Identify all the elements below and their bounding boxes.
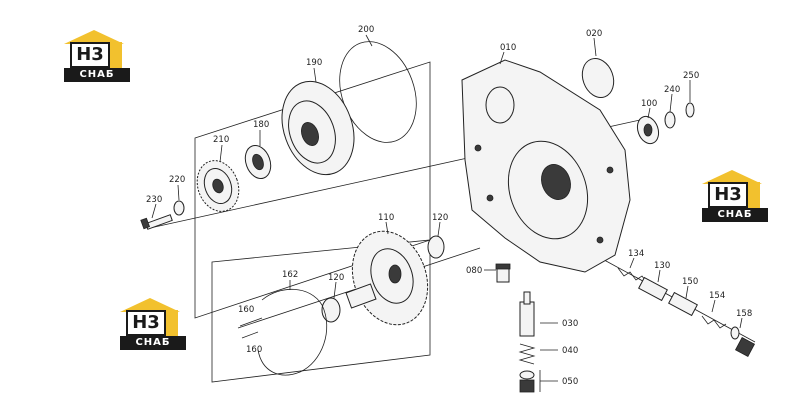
part-154-spring — [701, 315, 727, 329]
callout-020: 020 — [586, 29, 602, 39]
part-180-seal — [244, 145, 272, 179]
callout-134: 134 — [628, 249, 644, 259]
callout-200: 200 — [358, 25, 374, 35]
part-010-housing — [461, 59, 631, 273]
callout-120-lower: 120 — [328, 273, 344, 283]
callout-040: 040 — [562, 346, 578, 356]
logo-letters: H3 — [708, 182, 748, 208]
callout-154: 154 — [709, 291, 725, 301]
callout-160-upper: 160 — [238, 305, 254, 315]
part-134-spring — [617, 267, 649, 285]
part-250-ring — [685, 102, 695, 118]
logo-letters: H3 — [126, 310, 166, 336]
part-162-snap-ring — [257, 288, 328, 376]
callout-050: 050 — [562, 377, 578, 387]
part-230-bolt — [140, 214, 173, 230]
part-190-pump-housing — [281, 80, 355, 176]
brand-logo-bottom-left: H3 CHAБ — [120, 298, 186, 350]
roof-icon — [702, 170, 762, 184]
callout-110: 110 — [378, 213, 394, 223]
callout-180: 180 — [253, 120, 269, 130]
callout-190: 190 — [306, 58, 322, 68]
part-050-plug — [519, 370, 535, 393]
part-080-plug — [495, 263, 511, 283]
part-160-pin-b — [241, 331, 259, 339]
part-160-pin-a — [239, 317, 263, 327]
part-150-plunger — [668, 291, 698, 317]
part-020-oring — [581, 58, 615, 98]
part-240-ring — [664, 111, 676, 129]
callout-158: 158 — [736, 309, 752, 319]
part-210-gear — [196, 160, 240, 212]
part-130-spool — [638, 276, 668, 302]
part-030-spool — [519, 291, 535, 337]
part-120-oring-upper — [427, 235, 445, 259]
leader-lines — [151, 34, 743, 392]
callout-210: 210 — [213, 135, 229, 145]
logo-caption: CHAБ — [702, 208, 768, 222]
callout-030: 030 — [562, 319, 578, 329]
callout-120-upper: 120 — [432, 213, 448, 223]
callout-100: 100 — [641, 99, 657, 109]
roof-icon — [120, 298, 180, 312]
logo-caption: CHAБ — [120, 336, 186, 350]
logo-caption: CHAБ — [64, 68, 130, 82]
part-110-rotor — [345, 230, 429, 326]
part-220-washer — [173, 200, 185, 216]
callout-160-lower: 160 — [246, 345, 262, 355]
callout-150: 150 — [682, 277, 698, 287]
part-120-oring-lower — [321, 297, 341, 323]
brand-logo-right: H3 CHAБ — [702, 170, 768, 222]
part-100-bearing — [636, 115, 660, 145]
callout-240: 240 — [664, 85, 680, 95]
logo-letters: H3 — [70, 42, 110, 68]
roof-icon — [64, 30, 124, 44]
callout-130: 130 — [654, 261, 670, 271]
brand-logo-top-left: H3 CHAБ — [64, 30, 130, 82]
part-158-plug — [730, 326, 756, 358]
callout-230: 230 — [146, 195, 162, 205]
callout-080: 080 — [466, 266, 482, 276]
callout-220: 220 — [169, 175, 185, 185]
callout-162: 162 — [282, 270, 298, 280]
callout-010: 010 — [500, 43, 516, 53]
part-040-spring — [518, 343, 536, 365]
callout-250: 250 — [683, 71, 699, 81]
